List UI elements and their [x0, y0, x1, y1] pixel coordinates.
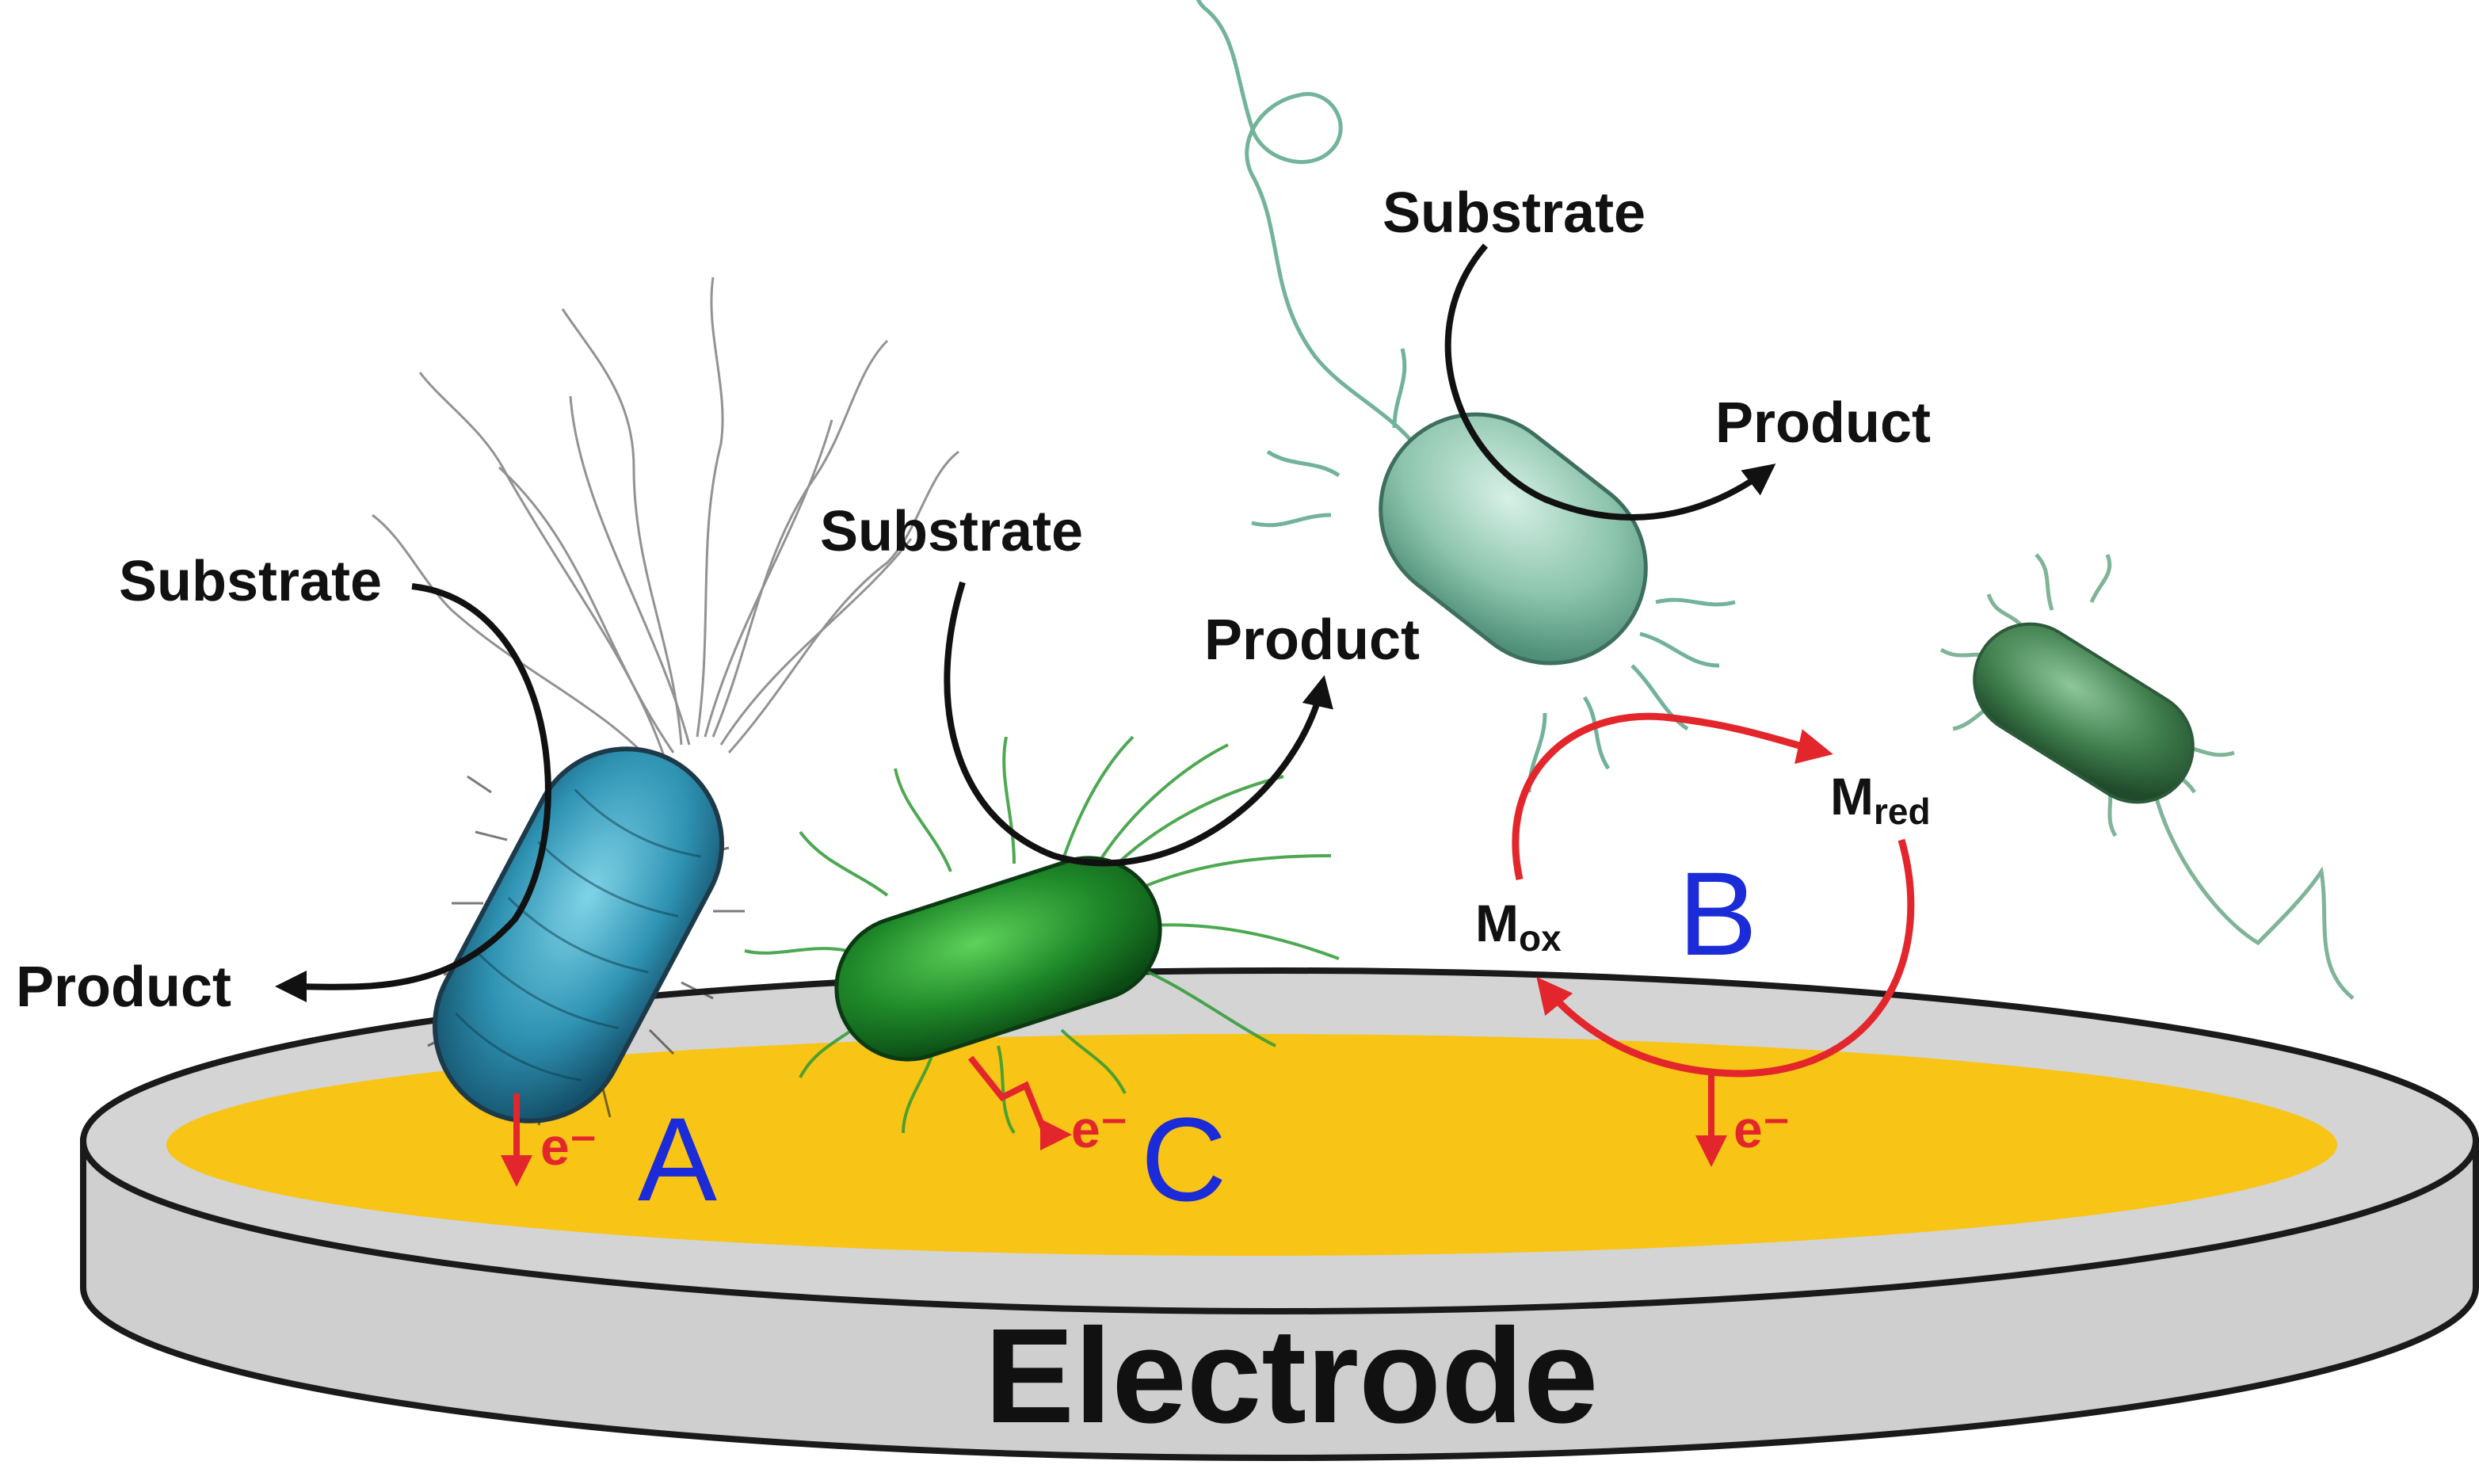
mechanism-c: Substrate Product e⁻ C — [820, 500, 1420, 1226]
substrate-label: Substrate — [820, 500, 1083, 563]
electron-label: e⁻ — [540, 1117, 597, 1176]
mechanism-a: Substrate Product e⁻ A — [16, 550, 717, 1226]
mediator-reduced-label: Mred — [1830, 767, 1931, 832]
product-label: Product — [1715, 391, 1931, 455]
bacterium-c-body — [834, 856, 1162, 1062]
mediator-cycle-upper-arrow — [1512, 712, 1833, 880]
flagellum — [1196, 0, 1428, 461]
bacterium-b-body — [1379, 412, 1648, 666]
electron-label: e⁻ — [1733, 1100, 1791, 1158]
bacterium-b — [1196, 0, 1736, 793]
substrate-label: Substrate — [1383, 181, 1646, 245]
bacterium-a — [372, 277, 959, 1126]
electrode-label: Electrode — [985, 1301, 1599, 1452]
substrate-label: Substrate — [119, 550, 382, 613]
mechanism-b: Substrate Product e⁻ B Mox Mred — [1383, 181, 1931, 1167]
mechanism-letter: B — [1678, 847, 1757, 980]
free-bacterium-body — [1973, 622, 2195, 804]
product-label: Product — [1204, 608, 1420, 672]
bacterium-c — [744, 735, 1340, 1135]
substrate-product-arrow — [275, 583, 551, 1003]
electrode-active-surface — [166, 1034, 2337, 1256]
mechanism-letter: C — [1141, 1093, 1226, 1226]
free-bacterium — [1939, 553, 2355, 1000]
electron-arrow — [967, 1055, 1072, 1150]
electron-label: e⁻ — [1071, 1100, 1128, 1158]
electrode: Electrode — [80, 967, 2479, 1461]
substrate-product-arrow — [1444, 243, 1776, 521]
mechanism-letter: A — [638, 1093, 717, 1226]
product-label: Product — [16, 956, 231, 1019]
mediator-oxidized-label: Mox — [1475, 894, 1562, 959]
mediator-cycle-lower-arrow — [1536, 838, 1915, 1078]
substrate-product-arrow — [944, 581, 1333, 867]
